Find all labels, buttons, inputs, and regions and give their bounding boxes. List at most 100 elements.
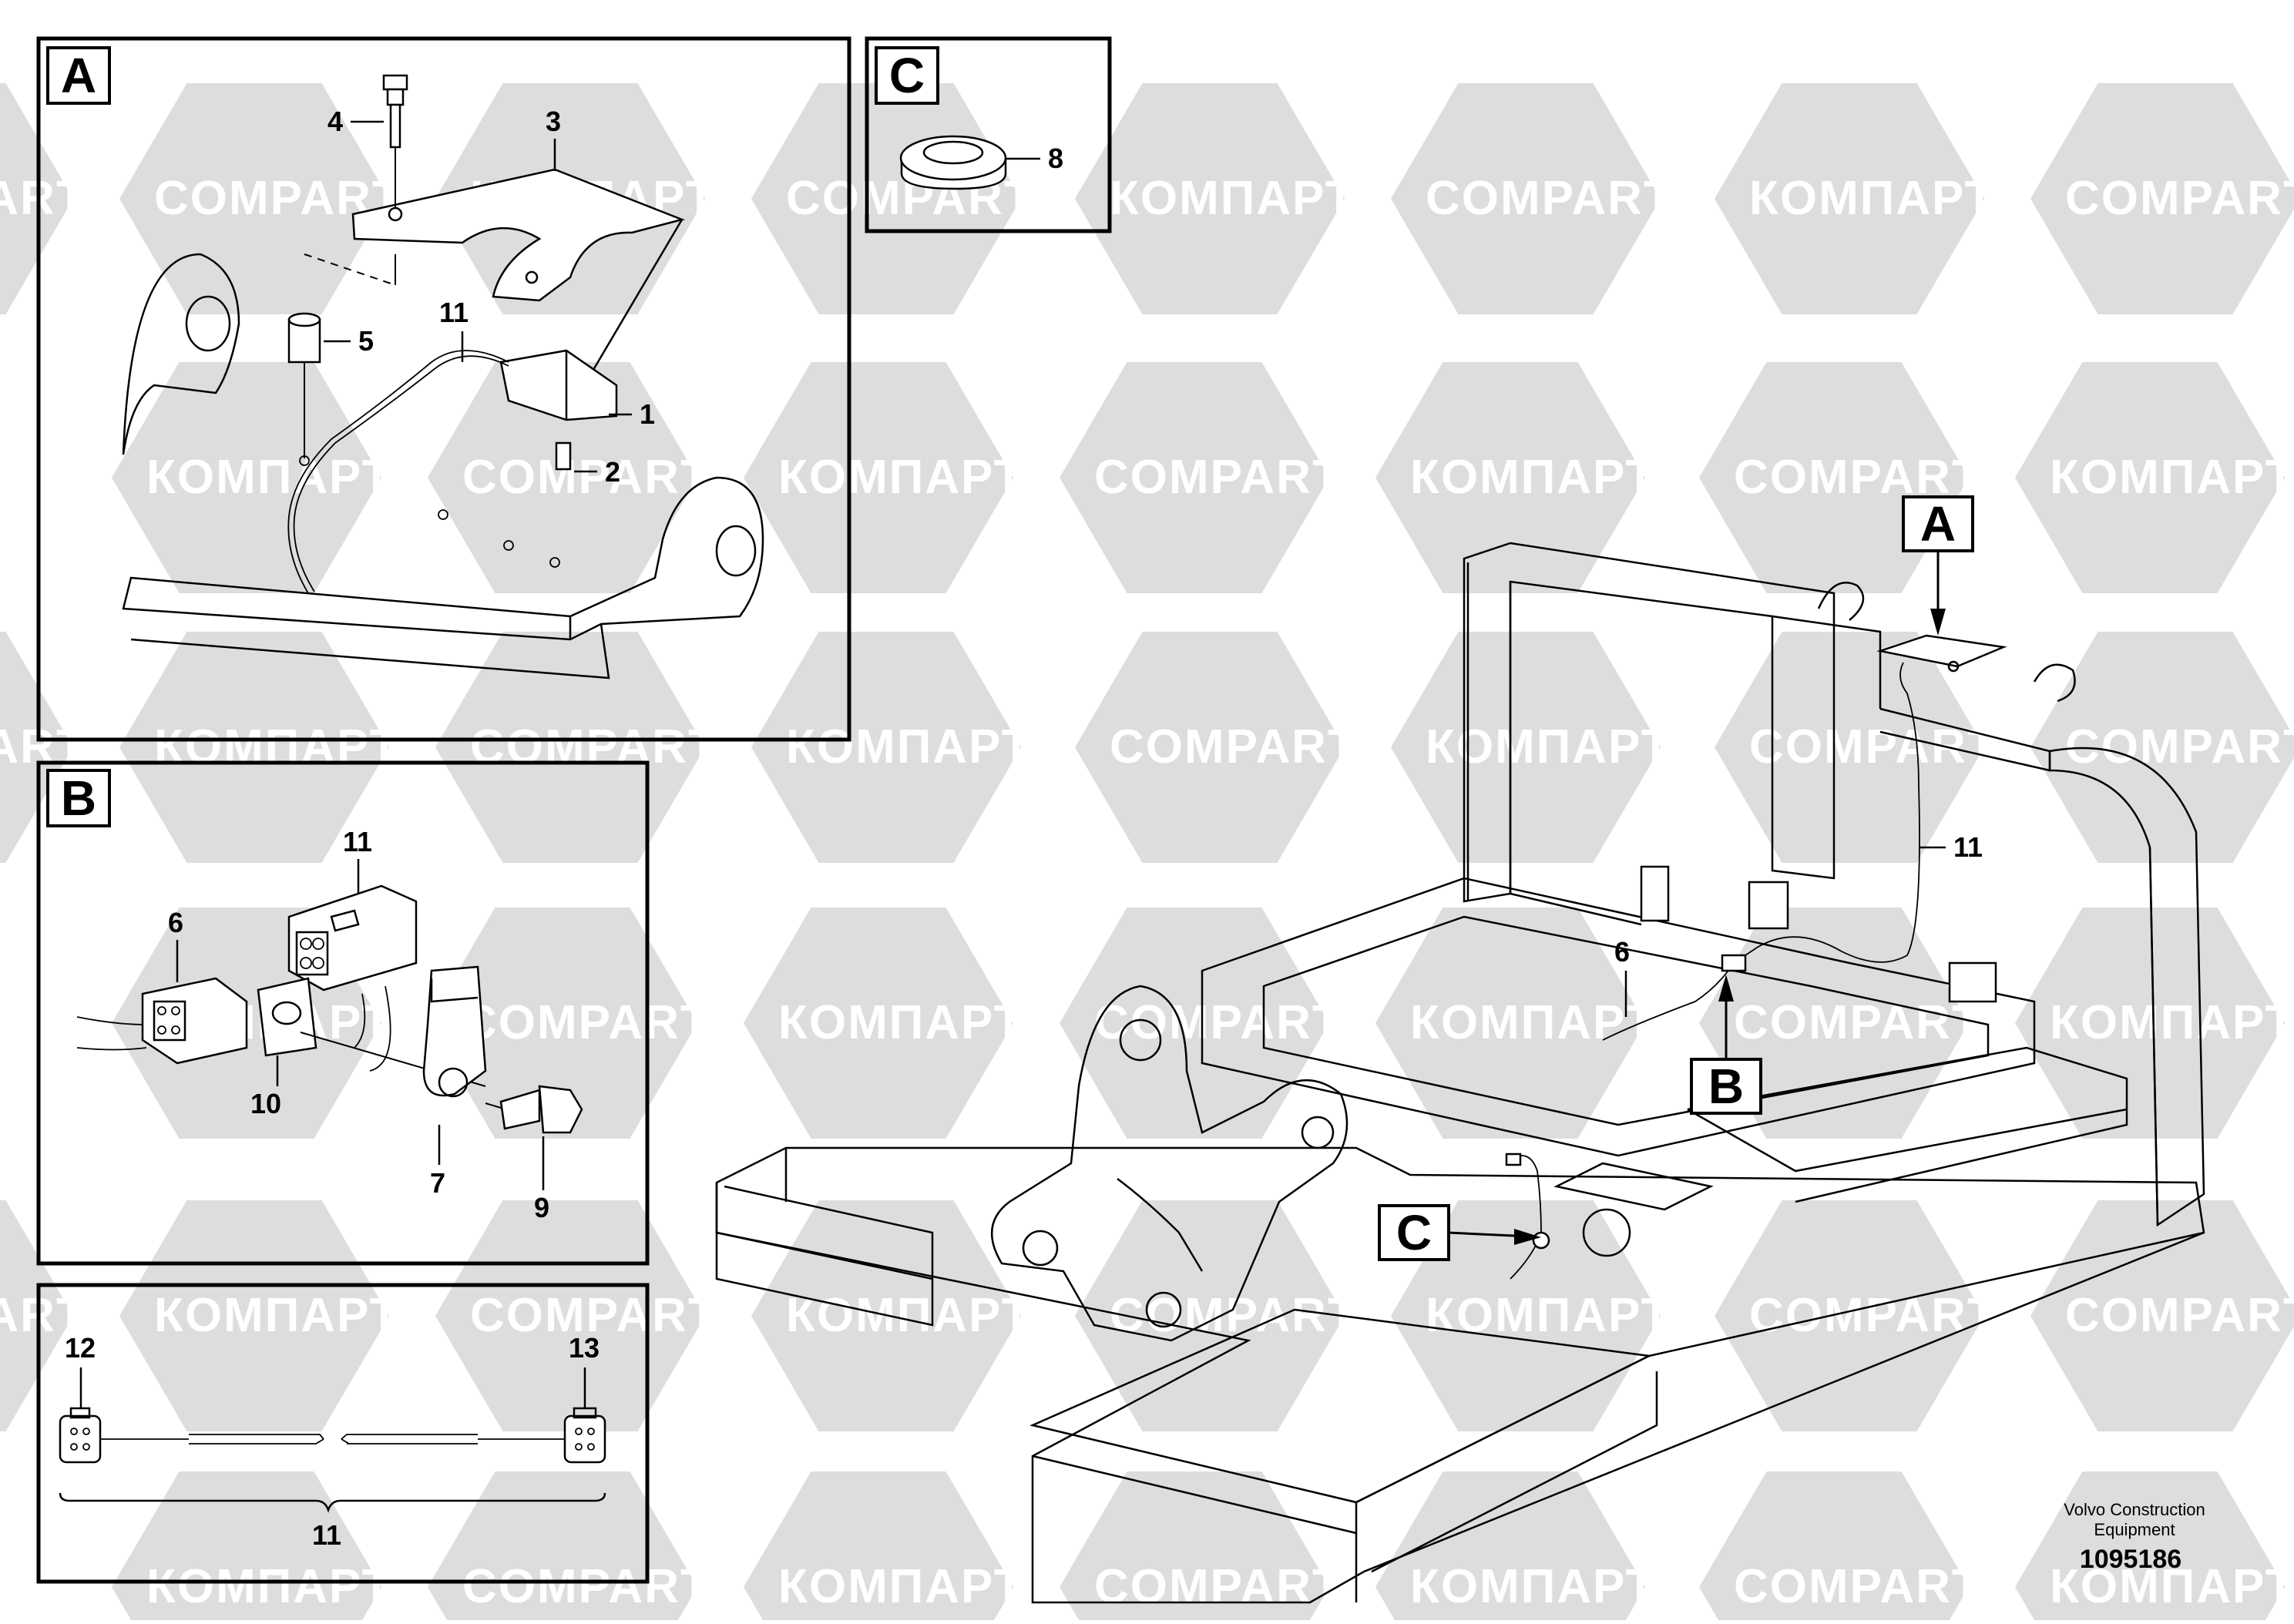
svg-text:2: 2 [605, 456, 620, 488]
footer-publisher: Volvo Construction Equipment 1095186 [2064, 1500, 2205, 1574]
watermark-band [1395, 994, 1626, 1048]
watermark-text: КОМПАРТ [2050, 1560, 2294, 1613]
svg-text:4: 4 [327, 106, 343, 137]
watermark-band [139, 169, 370, 223]
watermark-text: COMPART [2065, 172, 2294, 225]
svg-text:6: 6 [168, 907, 183, 938]
svg-text:Volvo Construction: Volvo Construction [2064, 1500, 2205, 1519]
watermark-text: КОМПАРТ [778, 996, 1024, 1049]
watermark-band [1395, 448, 1626, 502]
svg-text:1: 1 [640, 398, 655, 430]
watermark-band [1734, 1287, 1965, 1340]
svg-text:11: 11 [1953, 831, 1983, 863]
watermark-band [1410, 718, 1641, 772]
watermark-text: COMPART [1734, 1560, 1983, 1613]
watermark-text: COMPART [1734, 996, 1983, 1049]
svg-text:9: 9 [534, 1192, 549, 1223]
watermark-text: COMPART [2065, 720, 2294, 773]
svg-text:10: 10 [250, 1088, 281, 1119]
watermark-text: COMPART [2065, 1289, 2294, 1342]
watermark-band [447, 1558, 678, 1612]
watermark-band [1079, 994, 1310, 1048]
watermark-text: COMPART [0, 720, 87, 773]
svg-text:C: C [889, 48, 925, 103]
detail-view-b: B [36, 760, 650, 1266]
watermark-text: COMPART [1734, 451, 1983, 504]
watermark-band [447, 994, 678, 1048]
svg-text:3: 3 [546, 106, 561, 137]
main-assembly-view [715, 542, 2205, 1604]
watermark-text: КОМПАРТ [778, 451, 1024, 504]
watermark-text: КОМПАРТ [1426, 720, 1671, 773]
watermark-text: КОМПАРТ [786, 1289, 1032, 1342]
watermark-text: КОМПАРТ [1410, 996, 1656, 1049]
svg-text:B: B [61, 770, 96, 826]
svg-text:13: 13 [569, 1332, 600, 1364]
watermark-band [1079, 448, 1310, 502]
svg-text:11: 11 [439, 297, 469, 328]
watermark-text: COMPART [1749, 720, 1998, 773]
watermark-text: COMPART [1094, 1560, 1343, 1613]
watermark-text: КОМПАРТ [154, 720, 400, 773]
detail-b-callouts: 11 6 10 7 9 [168, 826, 549, 1223]
watermark-text: COMPART [462, 451, 711, 504]
watermark-text: КОМПАРТ [146, 451, 392, 504]
watermark-text: КОМПАРТ [786, 720, 1032, 773]
watermark-text: КОМПАРТ [778, 1560, 1024, 1613]
watermark-band [2050, 1287, 2281, 1340]
watermark-band [1395, 1558, 1626, 1612]
main-marker-a: A [1902, 495, 1974, 636]
watermark-text: COMPART [1094, 451, 1343, 504]
svg-text:C: C [1396, 1205, 1432, 1260]
watermark-text: COMPART [1426, 172, 1674, 225]
watermark-band [763, 994, 994, 1048]
watermark-text: КОМПАРТ [1410, 451, 1656, 504]
watermark-text: COMPART [0, 1289, 87, 1342]
main-marker-b: B [1690, 975, 1762, 1115]
detail-view-harness [36, 1283, 650, 1584]
svg-text:7: 7 [430, 1167, 445, 1199]
watermark-band [2050, 718, 2281, 772]
watermark-band [0, 1287, 54, 1340]
watermark-band [1410, 169, 1641, 223]
svg-text:5: 5 [358, 325, 374, 357]
svg-text:11: 11 [312, 1519, 341, 1551]
watermark-text: COMPART [0, 172, 87, 225]
watermark-text: COMPART [470, 720, 719, 773]
watermark-band [763, 448, 994, 502]
watermark-text: КОМПАРТ [1749, 172, 1995, 225]
watermark-band [0, 169, 54, 223]
watermark-band [1734, 169, 1965, 223]
detail-view-a: A [36, 36, 851, 742]
watermark-text: КОМПАРТ [1426, 1289, 1671, 1342]
watermark-band [139, 1287, 370, 1340]
svg-text:A: A [61, 48, 96, 103]
watermark-band [131, 1558, 362, 1612]
watermark-band [1718, 448, 1950, 502]
watermark-band [1718, 1558, 1950, 1612]
watermark-band [2050, 169, 2281, 223]
watermark-text: КОМПАРТ [146, 1560, 392, 1613]
document-number: 1095186 [2080, 1545, 2181, 1574]
watermark-band [131, 448, 362, 502]
watermark-band [2034, 994, 2265, 1048]
svg-text:B: B [1708, 1059, 1744, 1114]
watermark-text: КОМПАРТ [154, 1289, 400, 1342]
svg-text:6: 6 [1614, 936, 1630, 968]
watermark-band [2034, 448, 2265, 502]
detail-view-c: C 8 [865, 36, 1112, 233]
watermark-text: COMPART [1110, 720, 1359, 773]
watermark-text: КОМПАРТ [2050, 451, 2294, 504]
watermark-band [2034, 1558, 2265, 1612]
watermark-text: КОМПАРТ [1410, 1560, 1656, 1613]
svg-text:8: 8 [1048, 143, 1063, 174]
detail-a-callouts: 4 3 11 5 1 2 [324, 106, 655, 488]
watermark-text: COMPART [1749, 1289, 1998, 1342]
watermark-text: COMPART [470, 1289, 719, 1342]
main-callout-6: 6 [1614, 936, 1630, 1017]
main-marker-c: C [1378, 1204, 1541, 1261]
watermark-band [771, 1287, 1002, 1340]
detail-harness-callouts: 12 13 11 [65, 1332, 600, 1551]
